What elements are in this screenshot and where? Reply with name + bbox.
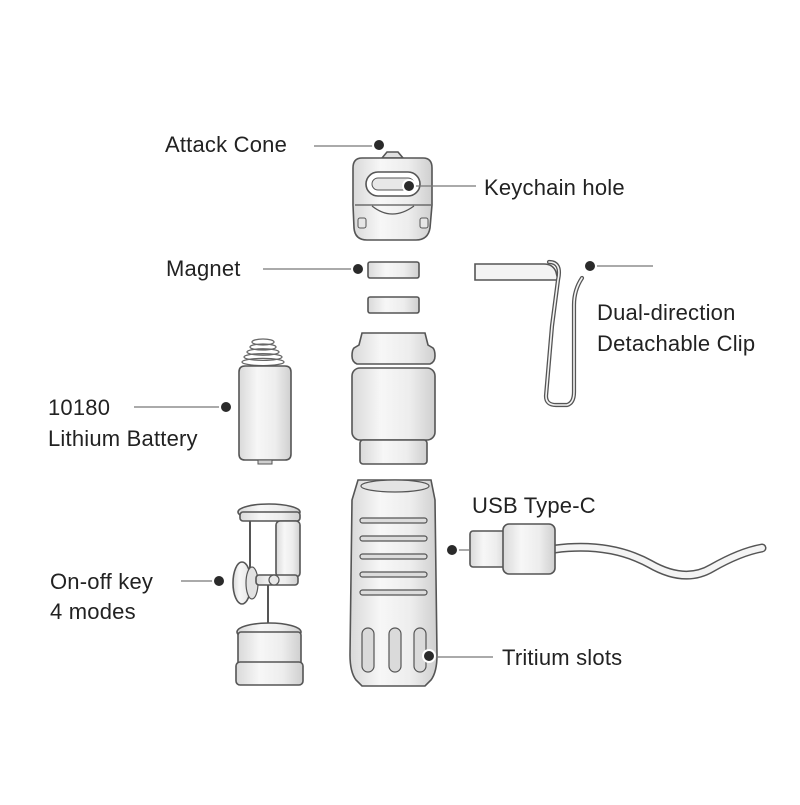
leader-lines bbox=[134, 145, 653, 658]
label-battery-line2: Lithium Battery bbox=[48, 426, 198, 451]
head-thread bbox=[359, 439, 428, 465]
head-part bbox=[351, 332, 436, 465]
leader-dots bbox=[212, 138, 597, 663]
grip-groove-5 bbox=[359, 589, 428, 596]
dot-tritium bbox=[422, 649, 436, 663]
switch-housing bbox=[275, 520, 301, 578]
label-switch-line1: On-off key bbox=[50, 569, 154, 594]
label-clip-line2: Detachable Clip bbox=[597, 331, 756, 356]
battery-body bbox=[238, 365, 292, 461]
body-tube-part bbox=[349, 479, 438, 687]
label-keychain-hole: Keychain hole bbox=[484, 175, 625, 200]
dot-switch bbox=[212, 574, 226, 588]
dot-attack-cone bbox=[372, 138, 386, 152]
clip-top-plate bbox=[474, 263, 560, 281]
switch-assembly bbox=[232, 503, 304, 686]
label-magnet: Magnet bbox=[166, 256, 241, 281]
label-battery-line1: 10180 bbox=[48, 395, 111, 420]
usb-cable-part bbox=[469, 523, 767, 580]
battery-part bbox=[238, 365, 292, 465]
label-clip-line1: Dual-direction bbox=[597, 300, 736, 325]
dot-keychain-hole bbox=[402, 179, 416, 193]
head-sleeve bbox=[351, 367, 436, 441]
tritium-slot-center bbox=[388, 627, 402, 673]
tail-cap-part bbox=[352, 151, 433, 241]
magnet-disc-lower bbox=[367, 296, 420, 314]
dot-clip bbox=[583, 259, 597, 273]
battery-spring bbox=[241, 338, 285, 367]
dot-usb bbox=[445, 543, 459, 557]
dot-magnet bbox=[351, 262, 365, 276]
dot-battery bbox=[219, 400, 233, 414]
magnet-discs bbox=[367, 261, 420, 314]
label-attack-cone: Attack Cone bbox=[165, 132, 288, 157]
head-top-ring bbox=[351, 332, 436, 365]
label-tritium: Tritium slots bbox=[502, 645, 623, 670]
clip-part bbox=[474, 259, 585, 408]
label-switch-line2: 4 modes bbox=[50, 599, 136, 624]
battery-terminal bbox=[257, 459, 273, 465]
attack-cone-tip bbox=[380, 151, 405, 159]
grip-groove-4 bbox=[359, 571, 428, 578]
label-usb: USB Type-C bbox=[472, 493, 596, 518]
grip-groove-2 bbox=[359, 535, 428, 542]
grip-groove-3 bbox=[359, 553, 428, 560]
tritium-slot-right bbox=[413, 627, 427, 673]
magnet-disc-upper bbox=[367, 261, 420, 279]
usb-plug-body bbox=[502, 523, 556, 575]
tritium-slot-left bbox=[361, 627, 375, 673]
grip-groove-1 bbox=[359, 517, 428, 524]
